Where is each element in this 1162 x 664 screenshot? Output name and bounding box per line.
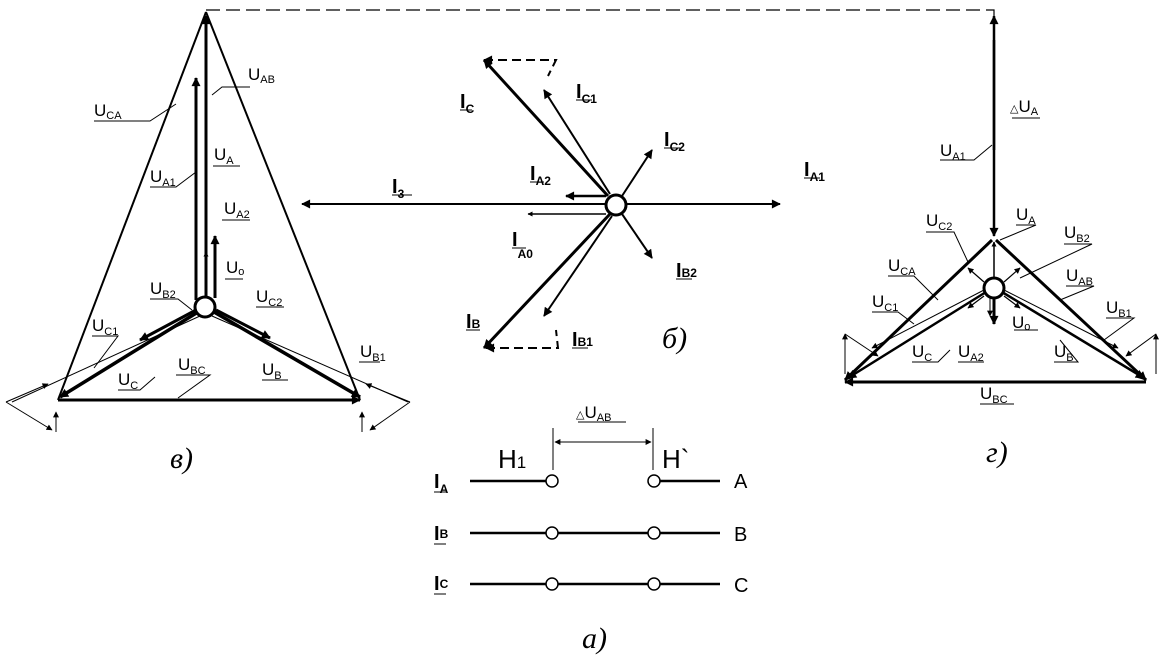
label-U-CA-g: UCA: [888, 256, 916, 278]
line-U-CA-g: [843, 238, 994, 382]
label-I-C2: IC2: [664, 129, 685, 154]
label-U-AB-g: UAB: [1066, 266, 1093, 288]
vector-U-B2-g: [1003, 267, 1021, 283]
dashed-closure-B: [485, 329, 560, 353]
small-arrow: [967, 295, 985, 309]
label-U-B2: UB2: [150, 279, 176, 301]
label-U-C1-g: UC1: [872, 292, 898, 314]
label-I-C: IC: [460, 91, 475, 116]
node-B-2: [647, 526, 661, 540]
label-U-A: UA: [214, 145, 234, 167]
label-U-C2: UC2: [256, 287, 282, 309]
label-U-C-g: UC: [912, 342, 932, 364]
label-U-B1: UB1: [360, 342, 386, 364]
vector-I-C2: [621, 149, 653, 197]
caption-v: в): [170, 442, 193, 475]
node-A-2: [647, 474, 661, 488]
small-arrow: [1125, 333, 1157, 357]
label-U-A-g: UA: [1016, 205, 1036, 227]
label-U-B-g: UB: [1054, 342, 1074, 364]
vector-I-B1: [543, 215, 613, 317]
neutral-node-v: [193, 295, 217, 319]
vector-I-C1: [543, 89, 611, 195]
label-I-A1: IA1: [804, 159, 825, 184]
label-H1: H1: [498, 444, 526, 474]
phase-label-A: A: [734, 471, 748, 493]
line-U-AB: [205, 11, 361, 401]
vector-U-B-g: [1001, 290, 1145, 380]
neutral-node-b: [604, 193, 628, 217]
small-arrow: [844, 333, 879, 357]
label-I-C-line: IC: [434, 573, 449, 595]
vector-U-B2: [139, 308, 197, 342]
label-U-B1-g: UB1: [1106, 298, 1132, 320]
panel-b-diagram: IC IC1 IC2 IA1 IA2 I3 IA0 IB2 IB IB1 б): [301, 55, 825, 355]
small-arrow: [5, 401, 53, 431]
neutral-node-g: [982, 276, 1006, 300]
dashed-closure-C: [483, 55, 558, 77]
label-I-A0: IA0: [512, 229, 533, 261]
phase-label-B: B: [734, 524, 747, 546]
label-dU-A: △UA: [1010, 97, 1039, 118]
label-U-BC-g: UBC: [980, 384, 1008, 406]
vector-I-B: [482, 212, 612, 350]
vector-U-B1-g: [1003, 289, 1119, 349]
phase-label-C: C: [734, 575, 748, 597]
label-U-A2: UA2: [224, 199, 250, 221]
label-U-B2-g: UB2: [1064, 223, 1090, 245]
node-A-1: [545, 474, 559, 488]
caption-b: б): [662, 322, 687, 355]
node-B-1: [545, 526, 559, 540]
vector-I-C: [482, 58, 610, 198]
vector-I-B2: [621, 213, 653, 259]
label-U-C1: UC1: [92, 316, 118, 338]
label-U-A1-g: UA1: [940, 141, 966, 163]
label-U-A2-g: UA2: [958, 342, 984, 364]
vector-U-C-g: [847, 290, 987, 380]
dashed-connector-top: [206, 9, 995, 20]
small-arrow: [365, 383, 411, 403]
label-U-A1: UA1: [150, 167, 176, 189]
vector-U-C2-g: [967, 267, 985, 283]
label-I-B-line: IB: [434, 523, 449, 545]
small-arrow: [369, 401, 411, 431]
panel-g-diagram: △UA UA1 UC2 UA UB2 UCA UAB UC1 UB1 Uo UC…: [842, 15, 1159, 469]
label-H-prime: H`: [662, 444, 689, 474]
label-I-A2: IA2: [530, 163, 551, 188]
label-I-3: I3: [392, 176, 405, 201]
label-U-C: UC: [118, 370, 138, 392]
label-U-AB: UAB: [248, 65, 275, 86]
label-U-BC: UBC: [178, 355, 206, 377]
line-U-AB-g: [994, 238, 1148, 382]
node-C-2: [647, 577, 661, 591]
vector-U-C: [59, 310, 199, 399]
small-arrow: [5, 383, 49, 403]
label-U-C2-g: UC2: [926, 211, 952, 233]
label-U-B: UB: [262, 360, 282, 382]
small-arrow: [1003, 295, 1021, 309]
caption-a: а): [582, 622, 607, 655]
label-I-B2: IB2: [676, 260, 697, 282]
node-C-1: [545, 577, 559, 591]
label-I-A-line: IA: [434, 471, 449, 496]
label-U-o: Uo: [226, 258, 244, 278]
panel-v-diagram: UAB UCA UA UA1 UA2 Uo UB2 UC2 UC1 UBC UB…: [5, 11, 411, 475]
vector-U-C2: [215, 308, 271, 340]
vector-U-C1-g: [871, 289, 985, 349]
label-U-CA: UCA: [94, 101, 122, 122]
label-I-C1: IC1: [576, 81, 597, 106]
caption-g: г): [986, 436, 1008, 469]
line-U-CA: [57, 11, 207, 401]
label-dU-AB: △UAB: [576, 403, 611, 424]
label-I-B: IB: [466, 311, 481, 333]
label-I-B1: IB1: [572, 329, 593, 351]
vector-U-B: [213, 310, 361, 399]
label-U-o-g: Uo: [1012, 313, 1030, 333]
panel-a-circuit: △UAB H1 H` IA IB IC A B C а): [434, 403, 748, 655]
